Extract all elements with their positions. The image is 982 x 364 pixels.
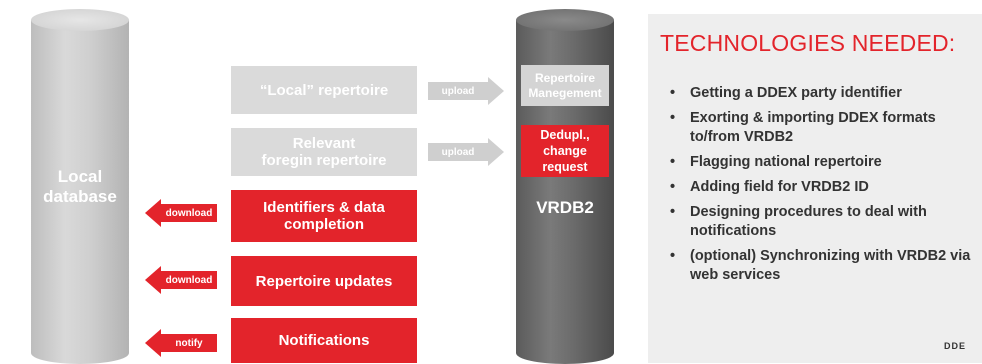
- local-database-label-line2: database: [43, 187, 117, 206]
- repertoire-management-line1: Repertoire: [534, 70, 595, 85]
- upload-arrow-1: upload: [428, 77, 504, 105]
- download-arrow-1-head: [145, 199, 161, 227]
- upload-arrow-2-head: [488, 138, 504, 166]
- upload-arrow-2-label: upload: [428, 143, 488, 161]
- notify-arrow: notify: [145, 329, 217, 357]
- vrdb2-top: [516, 9, 614, 31]
- dedupl-line2: change request: [542, 144, 588, 174]
- logo-text: DDE: [944, 341, 967, 351]
- local-database-top: [31, 9, 129, 31]
- notifications-box: Notifications: [231, 318, 417, 363]
- identifiers-line2: completion: [283, 216, 364, 233]
- local-repertoire-box: “Local” repertoire: [231, 66, 417, 114]
- relevant-foreign-repertoire-box: Relevant foregin repertoire: [231, 128, 417, 176]
- technologies-title: TECHNOLOGIES NEEDED:: [660, 30, 956, 56]
- dedupl-line1: Dedupl.,: [540, 128, 590, 142]
- dedupl-change-request-box: Dedupl., change request: [521, 125, 609, 177]
- download-arrow-2-label: download: [161, 271, 217, 289]
- notifications-label: Notifications: [278, 332, 370, 349]
- technologies-list: Getting a DDEX party identifier Exorting…: [664, 84, 974, 291]
- vrdb2-label: VRDB2: [536, 198, 594, 217]
- relevant-line2: foregin repertoire: [261, 152, 387, 169]
- technology-item: Flagging national repertoire: [664, 153, 974, 172]
- repertoire-management-box: Repertoire Manegement: [521, 65, 609, 106]
- local-repertoire-label: “Local” repertoire: [259, 81, 389, 99]
- technology-item: Getting a DDEX party identifier: [664, 84, 974, 103]
- repertoire-management-line2: Manegement: [528, 85, 602, 100]
- technology-item: Adding field for VRDB2 ID: [664, 178, 974, 197]
- technology-item: Designing procedures to deal with notifi…: [664, 203, 974, 241]
- logo: DDE: [944, 341, 966, 351]
- local-database-body: [31, 20, 129, 353]
- download-arrow-1: download: [145, 199, 217, 227]
- repertoire-updates-box: Repertoire updates: [231, 256, 417, 306]
- download-arrow-1-label: download: [161, 204, 217, 222]
- notify-arrow-label: notify: [161, 334, 217, 352]
- relevant-line1: Relevant: [292, 135, 356, 152]
- identifiers-data-completion-box: Identifiers & data completion: [231, 190, 417, 242]
- notify-arrow-head: [145, 329, 161, 357]
- vrdb2-bottom: [516, 342, 614, 364]
- identifiers-line1: Identifiers & data: [263, 199, 385, 216]
- technology-item: Exorting & importing DDEX formats to/fro…: [664, 109, 974, 147]
- local-database-bottom: [31, 342, 129, 364]
- technology-item: (optional) Synchronizing with VRDB2 via …: [664, 247, 974, 285]
- upload-arrow-1-head: [488, 77, 504, 105]
- local-database-label: Local database: [42, 167, 118, 207]
- download-arrow-2-head: [145, 266, 161, 294]
- upload-arrow-2: upload: [428, 138, 504, 166]
- download-arrow-2: download: [145, 266, 217, 294]
- repertoire-updates-label: Repertoire updates: [255, 272, 393, 290]
- upload-arrow-1-label: upload: [428, 82, 488, 100]
- local-database-label-line1: Local: [57, 167, 103, 186]
